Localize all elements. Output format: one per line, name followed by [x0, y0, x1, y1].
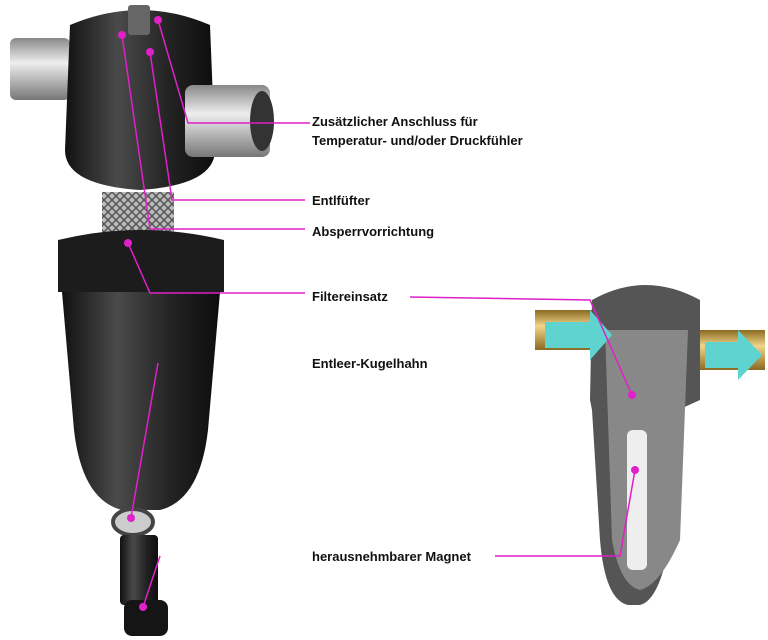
- callout-dots: [118, 16, 639, 611]
- cutaway-filter: [535, 285, 765, 605]
- label-filter-insert: Filtereinsatz: [312, 289, 388, 304]
- right-fitting: [185, 85, 270, 157]
- filter-head: [65, 10, 215, 190]
- label-line: Zusätzlicher Anschluss für: [312, 114, 478, 129]
- magnet-rod: [120, 535, 158, 605]
- label-magnet: herausnehmbarer Magnet: [312, 549, 471, 564]
- left-fitting: [10, 38, 70, 100]
- label-drain-valve: Entleer-Kugelhahn: [312, 356, 428, 371]
- filter-bowl: [62, 292, 220, 510]
- label-line: Temperatur- und/oder Druckfühler: [312, 133, 523, 148]
- magnet-knob: [124, 600, 168, 636]
- exploded-filter: [10, 5, 274, 636]
- flow-arrow-out: [705, 330, 762, 380]
- label-vent: Entlfüfter: [312, 193, 370, 208]
- vent-screw: [128, 5, 150, 35]
- drain-ball-valve: [111, 507, 155, 537]
- callout-lines: [121, 19, 636, 608]
- bowl-ring: [58, 230, 224, 292]
- flow-arrow-in: [545, 310, 612, 360]
- label-sensor-port: Zusätzlicher Anschluss für Temperatur- u…: [312, 112, 523, 150]
- label-shutoff: Absperrvorrichtung: [312, 224, 435, 239]
